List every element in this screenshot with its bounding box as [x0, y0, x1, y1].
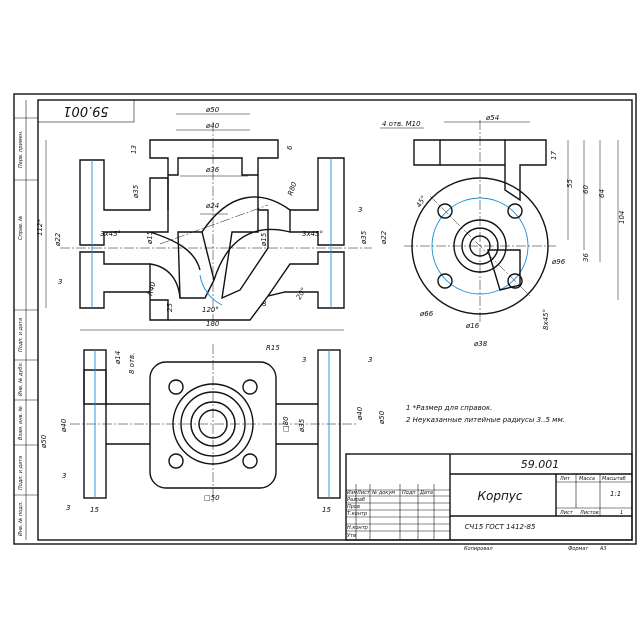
dim-d40q: ø40 [356, 406, 364, 421]
stamp-row-izm: Изм [347, 490, 357, 496]
dim-h13: 13 [130, 145, 138, 154]
dim-d50q: ø50 [378, 410, 386, 425]
dim-c2: 3x45° [302, 230, 323, 238]
front-section-view [60, 122, 372, 321]
dim-h17: 17 [550, 151, 558, 160]
dim-h6: 6 [286, 145, 294, 150]
stamp-row-date: Дата [419, 490, 433, 496]
stamp-row-list: Лист [356, 490, 371, 496]
stamp-designation: 59.001 [521, 458, 560, 471]
stamp-role-5: Утв [347, 533, 356, 539]
dim-w3c: 3 [302, 356, 306, 364]
dim-d35p: ø35 [298, 418, 306, 433]
strip-label-5: Взам. инв. № [18, 406, 24, 440]
note-1: 1 *Размер для справок. [406, 404, 492, 412]
dim-holes: 4 отв. M10 [382, 120, 421, 128]
dim-w3f: 3 [66, 504, 70, 512]
strip-label-3: Подп. и дата [18, 318, 24, 352]
stamp-format: Формат [568, 546, 589, 552]
stamp-role-3: Т.контр [347, 511, 367, 517]
stamp-row-sign: Подп [402, 490, 416, 496]
stamp-part-name: Корпус [477, 489, 522, 503]
dim-d22r: ø22 [380, 230, 388, 245]
top-view [70, 344, 356, 504]
inner-frame [37, 99, 633, 541]
title-block [345, 453, 633, 541]
outer-frame [13, 93, 637, 545]
rotated-designation: 59.001 [63, 103, 109, 118]
dim-h60: 60 [582, 185, 590, 194]
dim-w15b: 15 [322, 506, 331, 514]
dim-w3d: 3 [368, 356, 372, 364]
stamp-sheet-label: Лист [559, 510, 574, 516]
dim-w15a: 15 [90, 506, 99, 514]
front-dimensions: ø50 ø40 ø36 ø24 ø35 R80 ø22 ø15 3x45° 3x… [36, 106, 388, 331]
dim-w3e: 3 [62, 472, 66, 480]
dim-sq80: □80 [282, 416, 290, 432]
stamp-format-value: A3 [599, 546, 607, 552]
dim-d22: ø22 [54, 232, 62, 247]
dim-d54: ø54 [485, 114, 499, 122]
dim-h8otv: 8 отв. [128, 353, 136, 374]
dim-d38: ø38 [473, 340, 488, 348]
dim-sq50: □50 [204, 494, 220, 502]
dim-d24: ø24 [205, 202, 219, 210]
stamp-col-scale: Масштаб [602, 476, 626, 482]
dim-h112: 112* [36, 219, 44, 236]
dim-h25: 25 [166, 303, 174, 312]
rotated-designation-box [37, 99, 135, 123]
dim-d36: ø36 [205, 166, 220, 174]
strip-label-4: Инв. № дубл. [18, 362, 24, 396]
dim-d15r: ø15 [260, 232, 268, 247]
dim-r40: R40 [146, 281, 157, 297]
dim-h36: 36 [582, 253, 590, 262]
dim-d50: ø50 [205, 106, 220, 114]
dim-h64: 64 [598, 189, 606, 198]
top-dimensions: ø14 8 отв. R15 3 3 ø40 ø50 ø40 ø50 □80 ø… [40, 344, 386, 514]
dim-d96: ø96 [551, 258, 566, 266]
dim-d35: ø35 [132, 184, 140, 199]
dim-h104: 104 [618, 211, 626, 224]
dim-d15: ø15 [146, 230, 154, 245]
dim-t14: ø14 [114, 351, 122, 365]
dim-d66: ø66 [419, 310, 434, 318]
dim-d40: ø40 [205, 122, 220, 130]
stamp-role-4: Н.контр [347, 525, 368, 531]
side-view [404, 120, 556, 322]
strip-label-6: Подп. и дата [18, 456, 24, 490]
note-2: 2 Неуказанные литейные радиусы 3..5 мм. [406, 416, 565, 424]
stamp-role-2: Пров [347, 504, 360, 510]
strip-label-2: Справ. № [18, 216, 24, 240]
side-dimensions: 4 отв. M10 ø54 17 45° 55 60 64 104 ø96 3… [380, 114, 626, 348]
side-strip: Перв. примен. Справ. № Подп. и дата Инв.… [14, 100, 38, 540]
dim-ch8: 8x45° [542, 309, 550, 330]
strip-label-7: Инв. № подл. [18, 502, 24, 537]
stamp-material: СЧ15 ГОСТ 1412-85 [465, 523, 536, 531]
stamp-col-lit: Лит [559, 476, 571, 482]
dim-w3a: 3 [358, 206, 362, 214]
dim-h55: 55 [566, 179, 574, 188]
stamp-role-1: Разраб [347, 497, 365, 503]
dim-r15: R15 [266, 344, 280, 352]
dim-r80: R80 [286, 180, 298, 196]
stamp-sheets-value: 1 [620, 510, 623, 516]
dim-t8: 8 [262, 300, 267, 308]
dim-d50p: ø50 [40, 434, 48, 449]
stamp-copied: Копировал [464, 546, 493, 552]
stamp-col-mass: Масса [579, 476, 595, 482]
strip-label-1: Перв. примен. [18, 130, 24, 168]
dim-a45: 45° [415, 194, 428, 209]
dim-w3b: 3 [58, 278, 62, 286]
dim-w180: 180 [206, 320, 220, 328]
dim-d35r: ø35 [360, 230, 368, 245]
dim-d40p: ø40 [60, 418, 68, 433]
stamp-scale-value: 1:1 [610, 490, 621, 498]
dim-a120: 120° [202, 306, 219, 314]
stamp-row-doc: № докум [371, 490, 395, 496]
dim-a20: 20° [295, 286, 308, 301]
dim-c1: 3x45° [100, 230, 121, 238]
stamp-sheets-label: Листов [579, 510, 599, 516]
dim-d16: ø16 [465, 322, 480, 330]
